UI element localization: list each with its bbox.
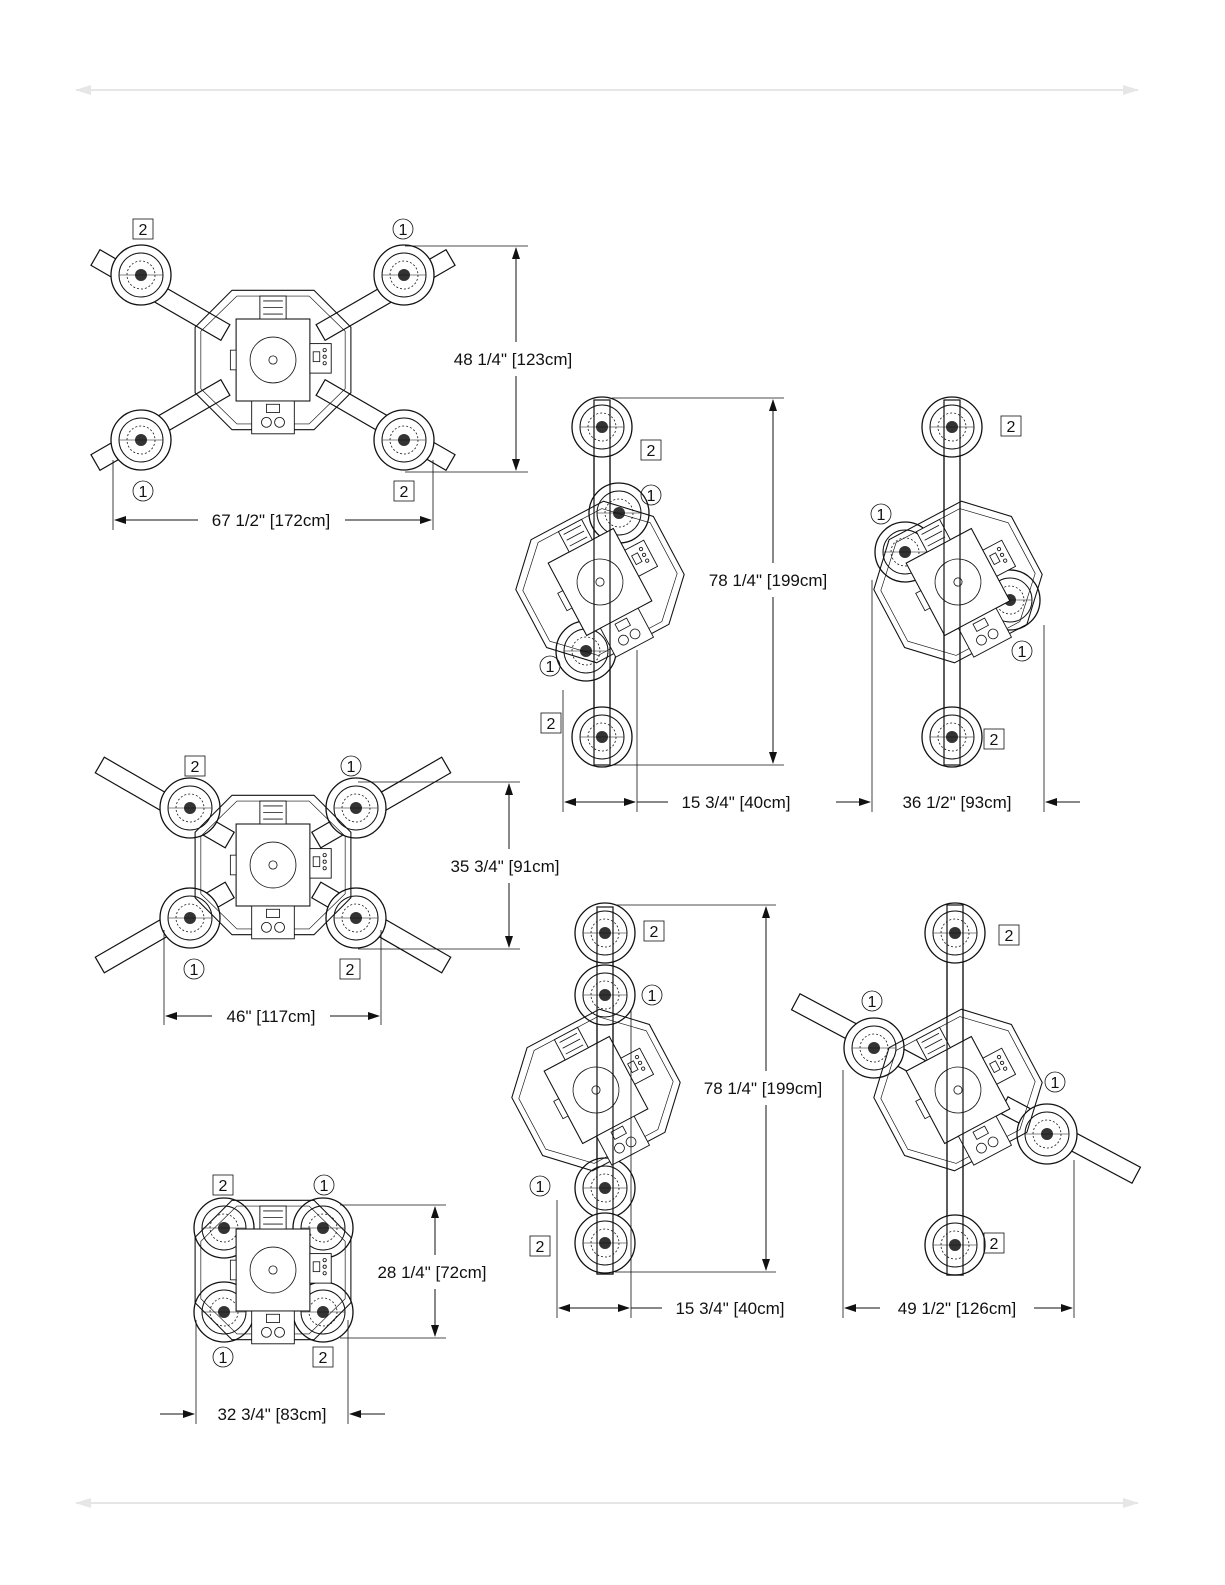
svg-text:2: 2 [990, 1236, 999, 1253]
view-mixed-configuration: 2 1 1 2 49 1/2" [126cm] [792, 903, 1141, 1318]
callout-2: 2 [1001, 416, 1021, 436]
svg-text:2: 2 [319, 1350, 328, 1367]
callout-2: 2 [133, 219, 153, 239]
dimension-width: 67 1/2" [172cm] [212, 511, 331, 530]
view-compact-configuration: 2 1 1 2 28 1/4" [72cm] 32 3/4" [83cm] [160, 1175, 487, 1424]
svg-text:2: 2 [536, 1239, 545, 1256]
svg-text:2: 2 [647, 443, 656, 460]
view-x-configuration-wide: 2 1 1 2 48 1/4" [123cm] 67 1/2" [172cm] [91, 219, 572, 530]
svg-text:2: 2 [139, 222, 148, 239]
dimension-width: 46" [117cm] [227, 1007, 316, 1026]
callout-1: 1 [642, 985, 662, 1005]
svg-text:1: 1 [647, 488, 656, 505]
callout-1: 1 [540, 656, 560, 676]
dimension-height: 35 3/4" [91cm] [450, 857, 559, 876]
svg-text:1: 1 [399, 222, 408, 239]
callout-1: 1 [184, 959, 204, 979]
callout-2: 2 [213, 1175, 233, 1195]
callout-1: 1 [1012, 641, 1032, 661]
callout-1: 1 [314, 1175, 334, 1195]
callout-2: 2 [984, 1233, 1004, 1253]
callout-1: 1 [341, 756, 361, 776]
dimension-height: 28 1/4" [72cm] [377, 1263, 486, 1282]
svg-text:2: 2 [346, 962, 355, 979]
callout-1: 1 [530, 1176, 550, 1196]
callout-2: 2 [313, 1347, 333, 1367]
callout-2: 2 [394, 481, 414, 501]
view-inline-compact: 2 1 1 2 36 1/2" [93cm] [836, 397, 1080, 812]
dimension-height: 78 1/4" [199cm] [704, 1079, 823, 1098]
callout-2: 2 [530, 1236, 550, 1256]
svg-text:2: 2 [191, 759, 200, 776]
svg-text:2: 2 [400, 484, 409, 501]
dimension-height: 48 1/4" [123cm] [454, 350, 573, 369]
svg-text:1: 1 [1051, 1075, 1060, 1092]
view-inline-rotated: 2 1 1 2 78 1/4" [199cm] 15 3/4" [40cm] [498, 397, 827, 812]
svg-text:2: 2 [650, 924, 659, 941]
view-x-configuration-medium: 2 1 1 2 35 3/4" [91cm] 46" [117cm] [95, 756, 559, 1026]
svg-text:2: 2 [547, 716, 556, 733]
callout-1: 1 [393, 219, 413, 239]
callout-2: 2 [644, 921, 664, 941]
svg-text:1: 1 [877, 507, 886, 524]
svg-text:1: 1 [536, 1179, 545, 1196]
callout-1: 1 [641, 485, 661, 505]
callout-2: 2 [340, 959, 360, 979]
dimension-height: 78 1/4" [199cm] [709, 571, 828, 590]
callout-2: 2 [984, 729, 1004, 749]
svg-text:1: 1 [648, 988, 657, 1005]
callout-2: 2 [999, 925, 1019, 945]
dimension-width: 36 1/2" [93cm] [902, 793, 1011, 812]
callout-2: 2 [185, 756, 205, 776]
dimension-width: 15 3/4" [40cm] [675, 1299, 784, 1318]
dimension-width: 49 1/2" [126cm] [898, 1299, 1017, 1318]
svg-text:1: 1 [139, 484, 148, 501]
callout-2: 2 [641, 440, 661, 460]
callout-1: 1 [1045, 1072, 1065, 1092]
callout-1: 1 [871, 504, 891, 524]
svg-text:1: 1 [320, 1178, 329, 1195]
svg-text:2: 2 [1007, 419, 1016, 436]
callout-1: 1 [862, 991, 882, 1011]
svg-text:1: 1 [190, 962, 199, 979]
svg-text:1: 1 [347, 759, 356, 776]
callout-1: 1 [133, 481, 153, 501]
svg-text:2: 2 [990, 732, 999, 749]
dimension-width: 15 3/4" [40cm] [681, 793, 790, 812]
svg-text:2: 2 [219, 1178, 228, 1195]
svg-text:1: 1 [868, 994, 877, 1011]
callout-2: 2 [541, 713, 561, 733]
dimension-width: 32 3/4" [83cm] [217, 1405, 326, 1424]
svg-text:1: 1 [1018, 644, 1027, 661]
view-inline-rotated-lower: 2 1 1 2 78 1/4" [199cm] 15 3/4" [40cm] [494, 903, 822, 1318]
svg-text:1: 1 [546, 659, 555, 676]
callout-1: 1 [213, 1347, 233, 1367]
svg-text:1: 1 [219, 1350, 228, 1367]
svg-text:2: 2 [1005, 928, 1014, 945]
